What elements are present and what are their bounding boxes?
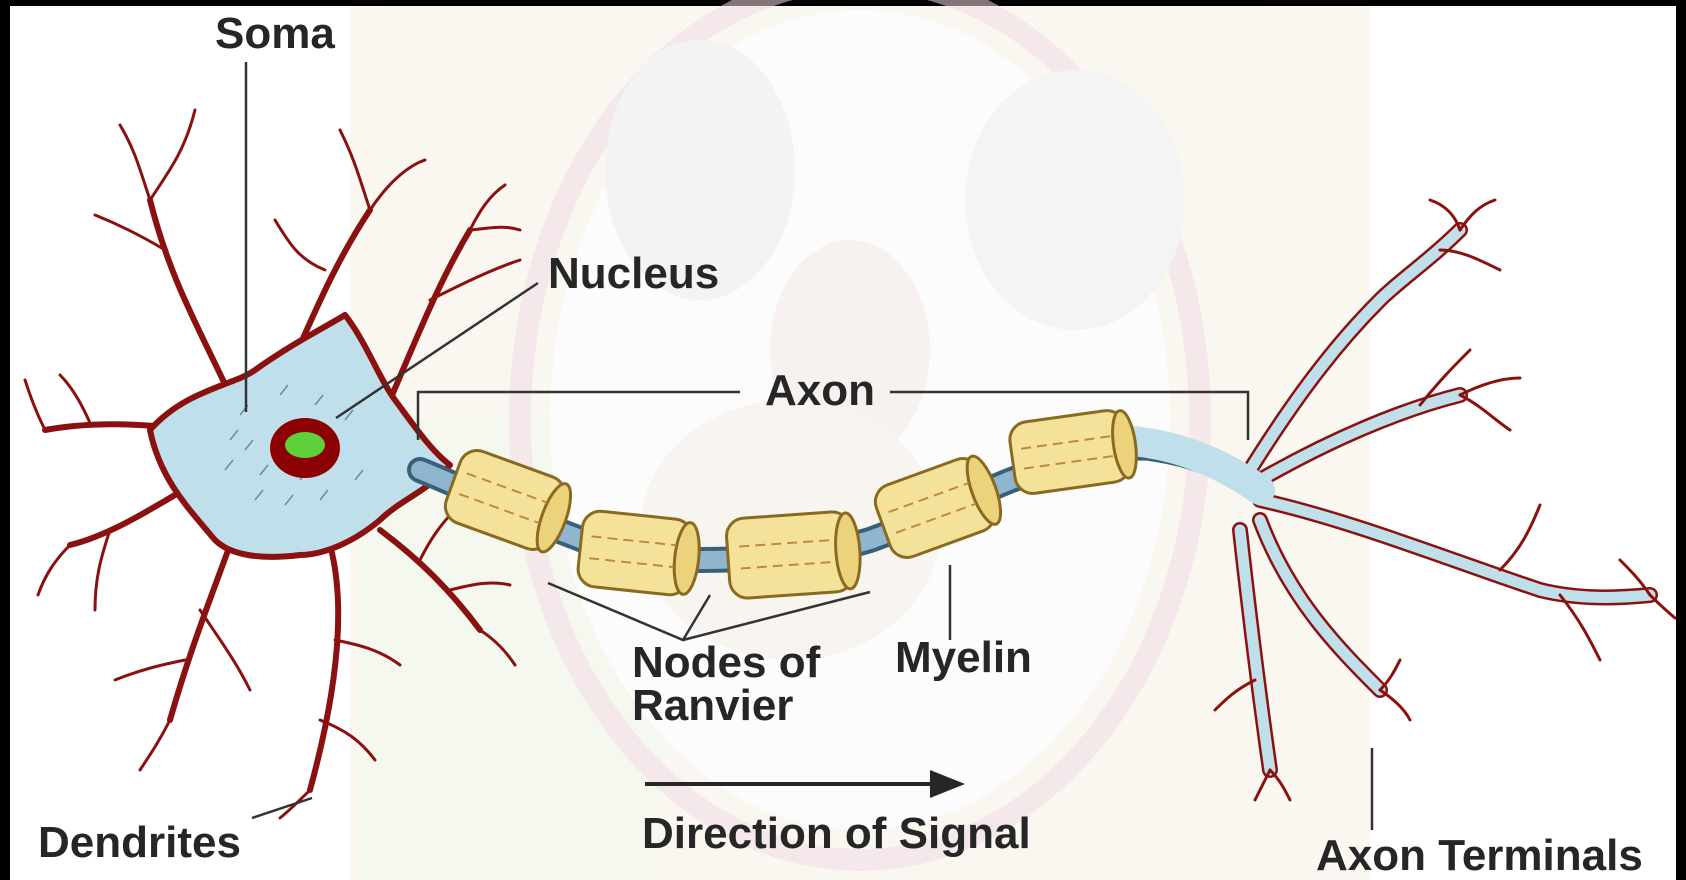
nucleus-label: Nucleus — [548, 249, 719, 298]
direction-of-signal-label: Direction of Signal — [642, 809, 1031, 858]
nucleus-shape — [270, 418, 340, 478]
myelin-segment — [725, 510, 862, 599]
dendrites-label: Dendrites — [38, 818, 241, 867]
nodes-of-ranvier-label-line2: Ranvier — [632, 681, 793, 730]
axon-label: Axon — [765, 366, 875, 415]
myelin-label: Myelin — [895, 633, 1032, 682]
axon-terminals-label: Axon Terminals — [1316, 831, 1643, 880]
nodes-of-ranvier-label-line1: Nodes of — [632, 638, 821, 687]
soma-label: Soma — [215, 9, 335, 58]
myelin-segment — [576, 509, 702, 597]
background-watermark — [350, 0, 1370, 880]
